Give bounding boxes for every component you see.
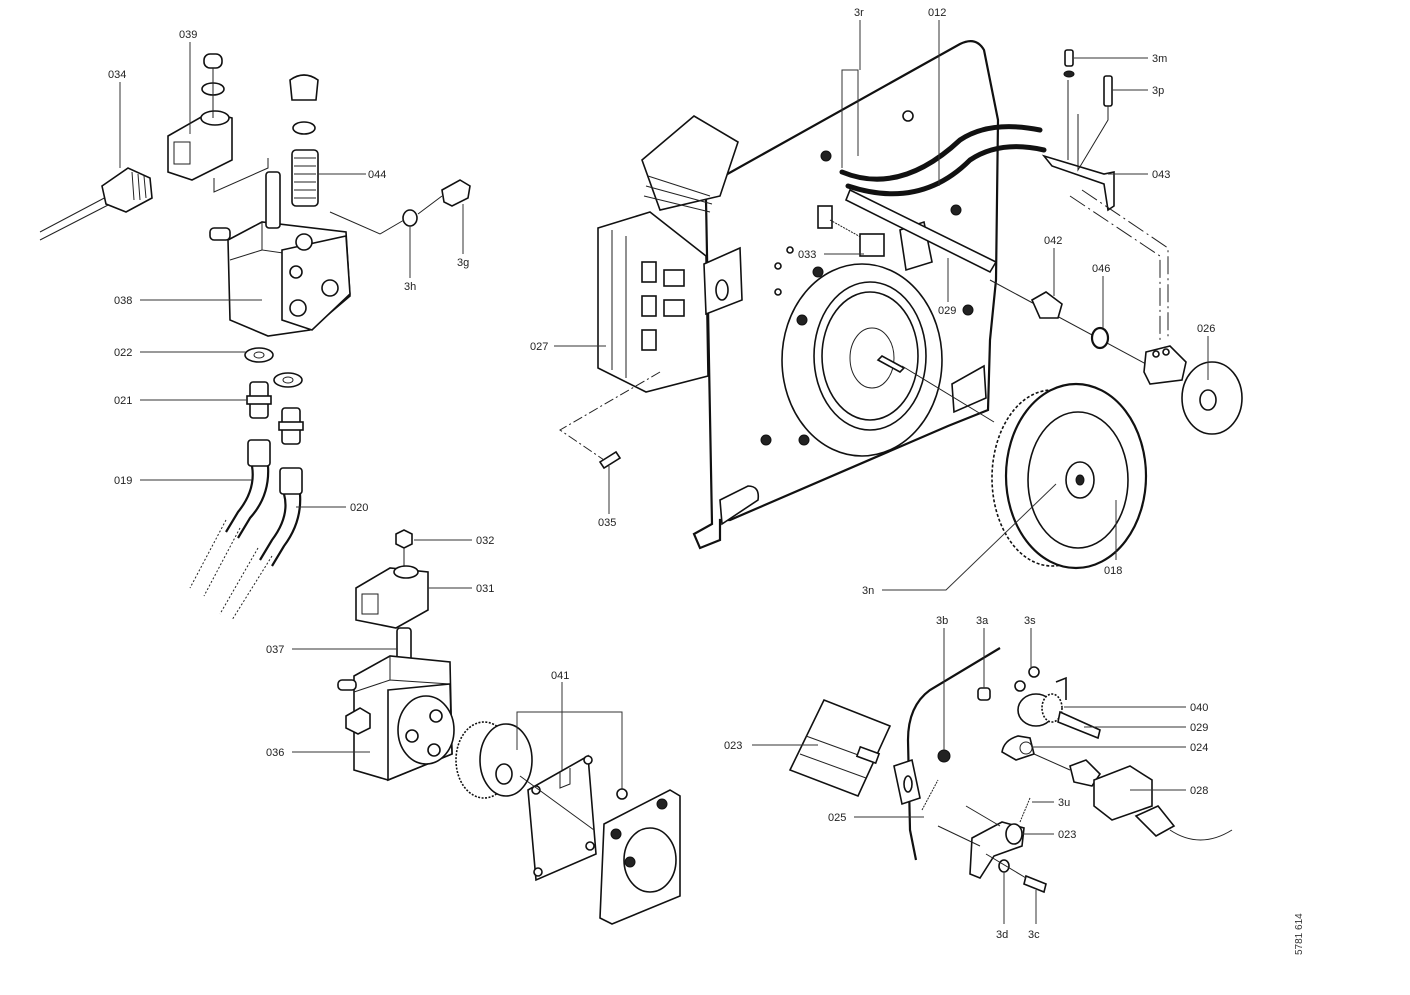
label-041: 041 — [551, 670, 569, 682]
label-3s: 3s — [1024, 615, 1036, 627]
label-044: 044 — [368, 169, 386, 181]
label-3b: 3b — [936, 615, 948, 627]
part-028-photocell — [1033, 753, 1233, 841]
part-034-plug-cable — [39, 167, 153, 241]
label-031: 031 — [476, 583, 494, 595]
part-3s-washers — [1014, 666, 1040, 692]
part-3m-screw — [1063, 49, 1075, 78]
part-3u-spring — [1019, 797, 1031, 823]
label-042: 042 — [1044, 235, 1062, 247]
assembly-line-3g — [329, 195, 443, 235]
label-025: 025 — [828, 812, 846, 824]
part-3d-washer — [998, 859, 1010, 873]
assembly-line-026 — [1069, 189, 1169, 340]
part-019-hose — [189, 439, 271, 597]
part-043-bracket — [1041, 154, 1115, 212]
part-026-flame-head — [1143, 345, 1243, 435]
label-022: 022 — [114, 347, 132, 359]
assembly-line-fan — [901, 365, 995, 423]
part-3c-screw — [1023, 874, 1047, 894]
leader-041-bracket — [516, 711, 623, 790]
label-043: 043 — [1152, 169, 1170, 181]
assembly-lines-3m-3p — [1067, 80, 1109, 172]
part-021-nipples — [246, 381, 304, 445]
label-028: 028 — [1190, 785, 1208, 797]
label-3h: 3h — [404, 281, 416, 293]
label-046: 046 — [1092, 263, 1110, 275]
label-039: 039 — [179, 29, 197, 41]
part-012-cable-b — [845, 144, 1047, 197]
part-040-servo — [1017, 676, 1101, 740]
leader-3n — [882, 483, 1057, 591]
label-018: 018 — [1104, 565, 1122, 577]
label-3n: 3n — [862, 585, 874, 597]
label-029a: 029 — [938, 305, 956, 317]
part-018-fan-wheel — [991, 382, 1148, 570]
assembly-axis — [989, 279, 1147, 365]
label-029b: 029 — [1190, 722, 1208, 734]
part-046-oring — [1090, 326, 1110, 350]
label-3u: 3u — [1058, 797, 1070, 809]
part-032-nut — [395, 529, 413, 549]
part-coupling-gear — [455, 721, 533, 799]
label-019: 019 — [114, 475, 132, 487]
part-036-pump — [337, 655, 455, 782]
part-024-flange — [1001, 735, 1035, 761]
label-3c: 3c — [1028, 929, 1040, 941]
part-042-nozzle — [1030, 291, 1063, 319]
label-3a: 3a — [976, 615, 989, 627]
label-3g: 3g — [457, 257, 469, 269]
label-3p: 3p — [1152, 85, 1164, 97]
label-3m: 3m — [1152, 53, 1167, 65]
label-012: 012 — [928, 7, 946, 19]
part-3p-screw — [1103, 75, 1113, 107]
label-033: 033 — [798, 249, 816, 261]
label-021: 021 — [114, 395, 132, 407]
part-012-cable-a — [839, 124, 1043, 182]
assembly-line-035 — [559, 371, 661, 461]
leader-3r — [841, 69, 859, 168]
label-034: 034 — [108, 69, 126, 81]
label-032: 032 — [476, 535, 494, 547]
label-024: 024 — [1190, 742, 1208, 754]
part-041-gasket — [527, 754, 597, 882]
part-023-lever — [937, 805, 1025, 879]
label-037: 037 — [266, 644, 284, 656]
label-040: 040 — [1190, 702, 1208, 714]
label-036: 036 — [266, 747, 284, 759]
label-020: 020 — [350, 502, 368, 514]
part-3b-nut — [937, 749, 951, 763]
part-038-pump — [209, 171, 351, 337]
part-039-coil — [167, 53, 269, 193]
part-020-hose — [219, 467, 303, 621]
part-3g-fitting — [441, 179, 471, 207]
label-038: 038 — [114, 295, 132, 307]
part-031-coil — [355, 565, 429, 629]
part-044-filter — [289, 74, 319, 207]
part-3a-screw — [977, 687, 991, 701]
part-3h-washer — [402, 209, 418, 227]
drawing-number: 5781 614 — [1294, 913, 1305, 955]
label-035: 035 — [598, 517, 616, 529]
label-3r: 3r — [854, 7, 864, 19]
part-022-washers — [244, 347, 303, 388]
label-023b: 023 — [1058, 829, 1076, 841]
part-pump-cover — [599, 788, 681, 925]
part-027-control-box — [597, 115, 743, 393]
part-033-connector — [817, 188, 998, 274]
label-026: 026 — [1197, 323, 1215, 335]
label-3d: 3d — [996, 929, 1008, 941]
part-023-air-flap — [788, 698, 892, 798]
label-023a: 023 — [724, 740, 742, 752]
label-027: 027 — [530, 341, 548, 353]
part-035-screw — [598, 450, 622, 470]
part-housing-edge — [906, 647, 1001, 861]
part-025-bracket — [893, 758, 939, 811]
